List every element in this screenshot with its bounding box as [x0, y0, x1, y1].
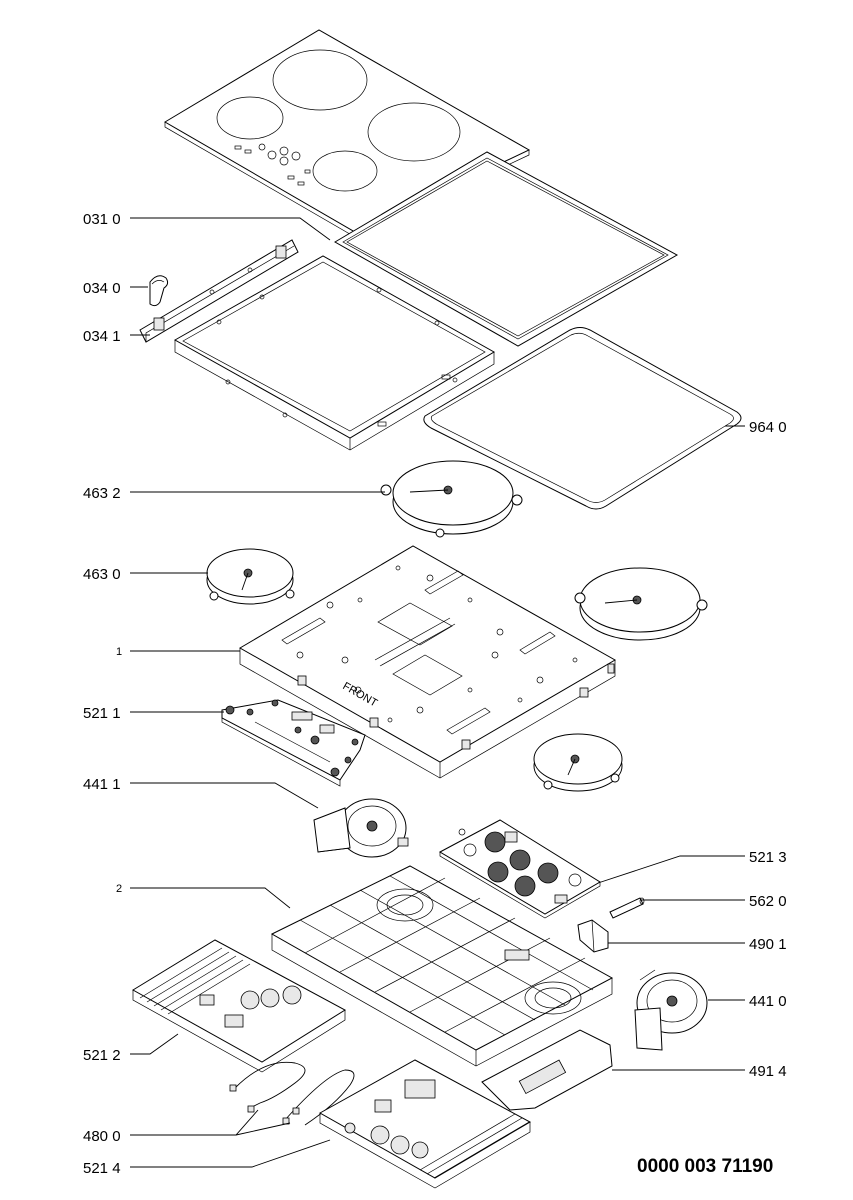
top-seal-frame-part — [334, 151, 679, 347]
power-board-part — [438, 819, 601, 919]
fan-upper-part — [313, 798, 409, 858]
induction-coil-right-part — [574, 567, 708, 641]
induction-coil-left-part — [206, 548, 295, 605]
induction-coil-large-part — [380, 460, 523, 538]
fuse-part — [609, 897, 645, 919]
holder-part — [577, 919, 609, 953]
label-1: 1 — [116, 646, 122, 658]
document-number: 0000 003 71190 — [637, 1156, 773, 1177]
label-0310: 031 0 — [83, 211, 121, 228]
label-4914: 491 4 — [749, 1063, 787, 1080]
bracket-plate-part — [481, 1029, 613, 1111]
plate-holes — [296, 565, 578, 723]
part-labels: 031 0 034 0 034 1 964 0 463 2 463 0 1 52… — [83, 211, 787, 1177]
label-0341: 034 1 — [83, 328, 121, 345]
label-5620: 562 0 — [749, 893, 787, 910]
label-5211: 521 1 — [83, 705, 121, 722]
mounting-bracket-part — [139, 239, 299, 343]
heatsink-board-left-part — [132, 939, 346, 1073]
support-plate-part: FRONT — [239, 545, 617, 779]
spring-clip-part — [149, 275, 169, 307]
label-4632: 463 2 — [83, 485, 121, 502]
label-2: 2 — [116, 883, 122, 895]
label-9640: 964 0 — [749, 419, 787, 436]
power-board-coils — [458, 828, 582, 904]
induction-coil-lower-part — [533, 733, 623, 792]
frame-holes — [216, 287, 458, 427]
fan-lower-part — [634, 969, 708, 1051]
label-5213: 521 3 — [749, 849, 787, 866]
label-4630: 463 0 — [83, 566, 121, 583]
lower-seal-part — [423, 327, 742, 510]
label-4901: 490 1 — [749, 936, 787, 953]
leader-lines — [130, 217, 745, 1168]
label-4800: 480 0 — [83, 1128, 121, 1145]
heatsink-fins-left — [139, 947, 251, 1015]
label-5212: 521 2 — [83, 1047, 121, 1064]
housing-frame-part — [173, 255, 495, 451]
label-4410: 441 0 — [749, 993, 787, 1010]
housing-grid — [299, 875, 594, 1036]
control-symbols — [234, 143, 311, 186]
heatsink-board-bottom-part — [318, 1059, 532, 1189]
heatsink-fins-bottom — [419, 1113, 530, 1179]
cable-set-part — [229, 1061, 355, 1126]
control-board-part — [221, 699, 366, 787]
lower-housing-part — [270, 865, 614, 1067]
label-5214: 521 4 — [83, 1160, 121, 1177]
label-4411: 441 1 — [83, 776, 121, 793]
label-0340: 034 0 — [83, 280, 121, 297]
